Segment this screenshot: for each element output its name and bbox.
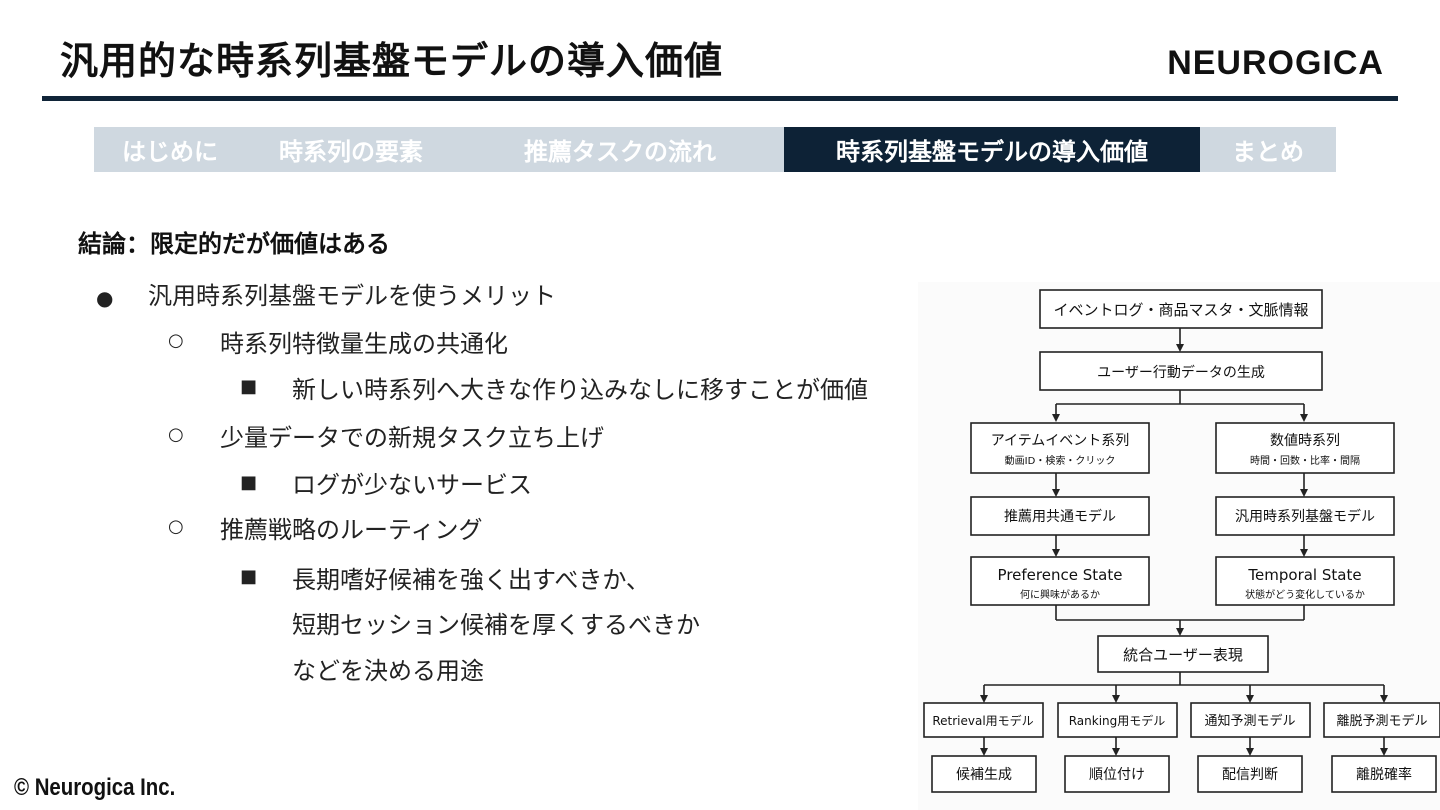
flow-sublabel: 動画ID・検索・クリック — [1005, 454, 1116, 467]
bullet-item: 汎用時系列基盤モデルを使うメリット — [148, 282, 556, 310]
flow-label: 候補生成 — [956, 767, 1012, 783]
box-preference-state — [970, 556, 1150, 606]
bullet-item: 少量データでの新規タスク立ち上げ — [220, 424, 604, 452]
copyright-footer: © Neurogica Inc. — [14, 774, 176, 801]
tab-introduction[interactable]: はじめに — [122, 138, 218, 166]
tab-summary[interactable]: まとめ — [1232, 138, 1304, 166]
flow-label: 数値時系列 — [1270, 433, 1340, 449]
section-tabs: はじめに 時系列の要素 推薦タスクの流れ 時系列基盤モデルの導入価値 まとめ — [94, 127, 1336, 172]
box-merged-representation — [1097, 635, 1269, 673]
flow-label: イベントログ・商品マスタ・文脈情報 — [1053, 301, 1308, 319]
flow-label: Ranking用モデル — [1069, 713, 1166, 728]
box-notification-model — [1190, 702, 1311, 738]
box-numeric-series — [1215, 422, 1395, 474]
bullet-circle-icon: ○ — [168, 516, 184, 537]
box-output-churn — [1331, 755, 1437, 793]
box-item-event-series — [970, 422, 1150, 474]
bullet-square-icon: ■ — [240, 376, 258, 397]
flow-label: 推薦用共通モデル — [1004, 508, 1116, 525]
bullet-square-icon: ■ — [240, 566, 258, 587]
bullet-circle-icon: ○ — [168, 424, 184, 445]
box-ts-foundation-model — [1215, 496, 1395, 536]
bullet-item-continued: などを決める用途 — [292, 657, 484, 685]
bullet-item: 新しい時系列へ大きな作り込みなしに移すことが価値 — [292, 376, 868, 404]
box-source-data — [1039, 289, 1323, 329]
flow-label: 離脱予測モデル — [1336, 713, 1427, 729]
flow-label: ユーザー行動データの生成 — [1097, 364, 1265, 381]
box-rec-common-model — [970, 496, 1150, 536]
flow-sublabel: 状態がどう変化しているか — [1245, 588, 1365, 601]
company-logo: NEUROGICA — [1167, 44, 1384, 82]
flow-label: Retrieval用モデル — [932, 713, 1033, 728]
box-output-ranking — [1064, 755, 1170, 793]
tab-recommendation-flow[interactable]: 推薦タスクの流れ — [524, 138, 716, 166]
flow-label: Temporal State — [1247, 566, 1361, 584]
flow-sublabel: 何に興味があるか — [1020, 588, 1100, 601]
box-behavior-data — [1039, 351, 1323, 391]
box-output-delivery — [1197, 755, 1303, 793]
flow-label: 順位付け — [1089, 767, 1145, 783]
box-retrieval-model — [923, 702, 1044, 738]
box-temporal-state — [1215, 556, 1395, 606]
header-divider — [42, 96, 1398, 101]
page-title: 汎用的な時系列基盤モデルの導入価値 — [60, 39, 724, 83]
conclusion-heading: 結論：限定的だが価値はある — [78, 230, 390, 258]
bullet-circle-icon: ○ — [168, 330, 184, 351]
flow-label: 配信判断 — [1222, 767, 1278, 783]
flow-label: 統合ユーザー表現 — [1123, 646, 1243, 664]
tab-foundation-model-value[interactable]: 時系列基盤モデルの導入価値 — [784, 127, 1200, 172]
flow-label: Preference State — [998, 566, 1123, 584]
architecture-flow-diagram: イベントログ・商品マスタ・文脈情報 ユーザー行動データの生成 アイテムイベント系… — [918, 282, 1440, 810]
bullet-item: 長期嗜好候補を強く出すべきか、 — [292, 566, 650, 594]
box-output-candidates — [931, 755, 1037, 793]
flow-label: 離脱確率 — [1356, 766, 1412, 783]
flow-label: アイテムイベント系列 — [991, 433, 1130, 449]
flow-label: 汎用時系列基盤モデル — [1235, 508, 1375, 525]
bullet-item: ログが少ないサービス — [292, 471, 532, 499]
flow-sublabel: 時間・回数・比率・間隔 — [1250, 454, 1360, 467]
bullet-item: 時系列特徴量生成の共通化 — [220, 330, 508, 358]
box-ranking-model — [1057, 702, 1178, 738]
tab-timeseries-elements[interactable]: 時系列の要素 — [279, 138, 423, 166]
bullet-square-icon: ■ — [240, 472, 258, 493]
bullet-dot-icon: ● — [96, 286, 114, 310]
bullet-item: 推薦戦略のルーティング — [220, 516, 483, 544]
bullet-item-continued: 短期セッション候補を厚くするべきか — [292, 611, 700, 639]
flow-label: 通知予測モデル — [1204, 713, 1295, 729]
box-churn-model — [1323, 702, 1440, 738]
